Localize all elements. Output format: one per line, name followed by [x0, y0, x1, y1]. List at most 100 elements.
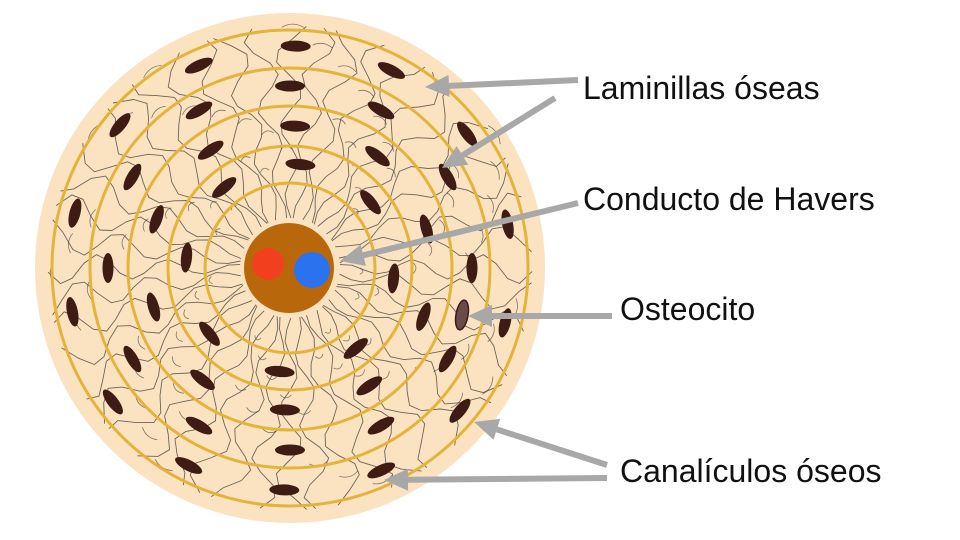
osteocyte [387, 263, 400, 294]
canaliculus-line [276, 26, 307, 219]
highlighted-osteocyte [454, 299, 470, 331]
osteocyte [146, 292, 161, 322]
canaliculus-link [490, 160, 500, 180]
osteocyte [356, 376, 383, 396]
canaliculus-line [52, 219, 241, 264]
canaliculus-line [326, 86, 451, 235]
canaliculus-link [86, 281, 92, 300]
canaliculus-line [313, 66, 426, 225]
osteocyte [457, 121, 478, 147]
canaliculus-link [337, 65, 357, 73]
havers-canal-lumen [244, 223, 334, 313]
lamella-ring [126, 104, 454, 432]
canaliculus-link [142, 426, 158, 441]
canaliculus-link [260, 167, 270, 173]
osteocyte [109, 113, 131, 138]
canaliculus-link [297, 410, 312, 415]
canaliculus-link [240, 156, 251, 163]
canaliculus-link [215, 228, 221, 236]
arrow-laminillas-outer [425, 74, 579, 97]
osteocyte [438, 345, 457, 373]
osteocyte [175, 457, 203, 474]
osteocyte [275, 80, 305, 92]
canaliculus-link [332, 118, 346, 125]
osteocyte [102, 389, 123, 415]
canaliculus-line [331, 154, 506, 242]
osteocyte [377, 62, 405, 79]
canaliculus-link [262, 428, 278, 434]
label-osteocito: Osteocito [620, 291, 756, 327]
arrow-laminillas-inner [442, 95, 557, 168]
canaliculus-link [482, 376, 494, 395]
canaliculus-link [339, 470, 359, 478]
osteocyte [68, 198, 82, 228]
canaliculus-link [246, 407, 260, 413]
osteocyte [285, 158, 316, 171]
osteocyte [269, 484, 300, 496]
lamella-ring [50, 28, 530, 508]
canaliculus-link [354, 292, 360, 300]
canaliculus-link [175, 331, 183, 342]
osteocyte [343, 338, 368, 359]
osteocyte [102, 253, 114, 283]
blood-vessel-artery [252, 248, 284, 280]
canaliculus-line [302, 30, 358, 220]
osteocyte [197, 140, 224, 160]
canaliculus-link [279, 394, 292, 399]
canaliculus-link [151, 105, 166, 119]
canaliculus-link [487, 323, 495, 343]
osteocyte [365, 145, 390, 167]
osteocyte [190, 369, 215, 391]
canaliculus-line [86, 290, 246, 400]
canaliculus-line [330, 122, 489, 241]
canaliculus-link [324, 328, 332, 334]
arrow-canaliculos-inner [474, 418, 608, 468]
canaliculus-link [382, 142, 394, 152]
lamella-ring [203, 181, 377, 355]
osteocyte [438, 163, 457, 191]
canaliculus-link [258, 355, 267, 361]
canaliculus-link [183, 309, 190, 320]
canaliculus-link [446, 192, 455, 208]
canaliculus-line [243, 28, 288, 219]
osteocyte [275, 444, 305, 456]
canaliculus-link [460, 343, 470, 360]
canaliculus-link [68, 233, 74, 254]
label-canaliculos-oseos: Canalículos óseos [620, 453, 882, 489]
osteocyte [184, 57, 213, 74]
osteocytes [66, 40, 514, 496]
canaliculus-link [211, 109, 226, 118]
canaliculus-link [182, 105, 197, 116]
osteocyte [123, 345, 142, 373]
canaliculus-link [439, 219, 445, 234]
canaliculus-link [89, 209, 96, 228]
canaliculus-link [386, 167, 396, 178]
canaliculus-line [60, 175, 245, 249]
canaliculus-line [112, 99, 253, 236]
canaliculus-link [333, 363, 343, 370]
canaliculus-link [314, 353, 324, 359]
osteocyte [66, 297, 79, 327]
lamella-ring [166, 144, 414, 392]
canaliculus-link [427, 242, 433, 256]
canaliculus-link [143, 65, 162, 78]
canaliculus-link [172, 383, 185, 394]
osteocyte [149, 205, 164, 234]
pointer-arrows [340, 74, 612, 491]
canaliculus-link [235, 384, 247, 391]
havers-canal [244, 223, 334, 313]
osteocyte [199, 321, 220, 346]
osteocyte [269, 404, 300, 416]
canaliculus-link [343, 335, 351, 342]
arrow-osteocito [468, 305, 612, 327]
canaliculus-link [137, 335, 146, 350]
canaliculus-link [352, 208, 359, 215]
canaliculus-link [142, 218, 149, 232]
label-laminillas-oseas: Laminillas óseas [583, 70, 820, 106]
canaliculus-link [486, 194, 494, 214]
osteocyte [416, 302, 431, 331]
canaliculus-link [261, 130, 274, 136]
canaliculus-line [311, 44, 385, 224]
osteocyte [280, 120, 311, 132]
canaliculus-link [358, 89, 375, 98]
